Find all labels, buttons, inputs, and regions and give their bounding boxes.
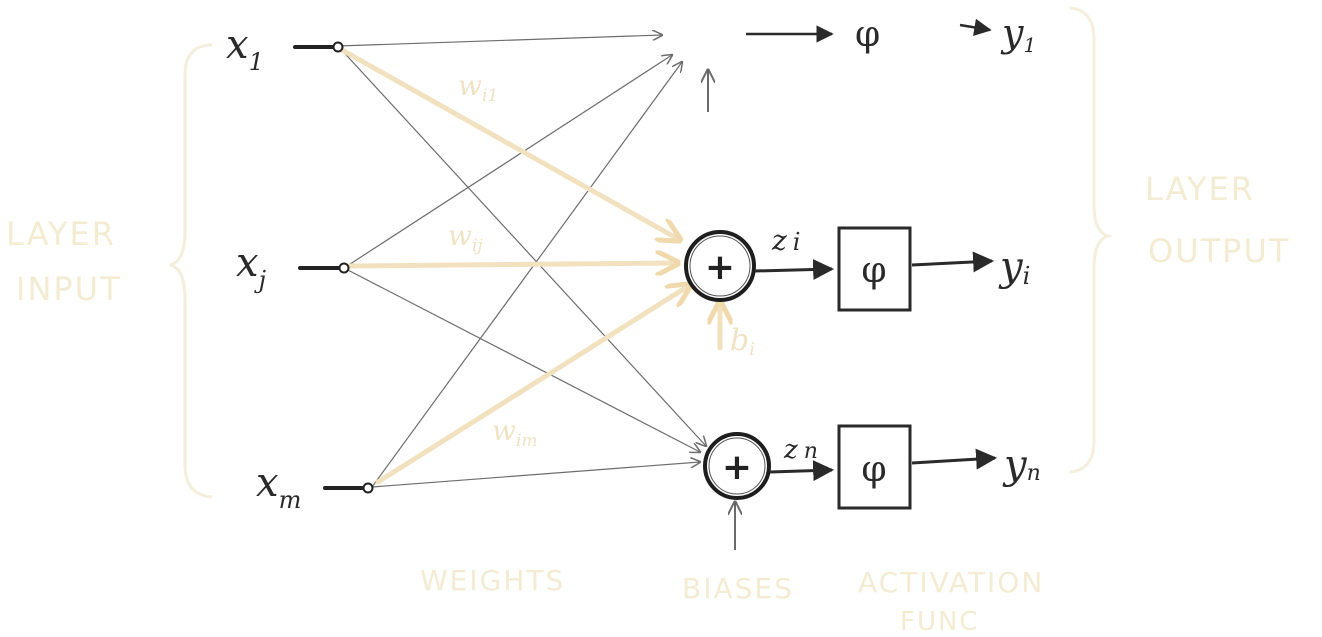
edge-xm-top [371,62,682,488]
activation-label-line2: FUNC [900,607,980,637]
activation-box-i [837,226,912,312]
input-label-x1: x1 [226,22,264,76]
activation-to-output-arrow-i [911,251,995,273]
edge-xm-bottom [371,462,700,488]
input-label-xj: xj [236,240,267,294]
input-label-xm: xm [256,460,301,514]
weights-label: WEIGHTS [420,564,565,597]
activation-box-n [837,424,912,510]
weight-label-i1: wi1 [458,69,498,106]
edge-w-i1 [339,47,680,240]
layer-output-label-line2: OUTPUT [1148,232,1290,270]
output-label-yi: yi [998,244,1030,290]
layer-output-label-line1: LAYER [1145,170,1255,208]
layer-input-label-line2: INPUT [16,270,122,308]
thin-connections [337,35,706,488]
sum-to-activation-arrow-n [769,460,835,482]
activation-label-line1: ACTIVATION [858,566,1044,599]
activation-symbol-n: φ [861,449,886,490]
activation-to-output-arrow-n [911,448,998,470]
sum-to-activation-arrow-i [754,258,835,280]
edge-xj-top [343,55,672,269]
sum-node-n-outline [708,437,766,495]
sum-node-i-symbol: + [705,247,735,288]
top-activation-symbol: φ [855,14,880,55]
layer-input-label-line1: LAYER [6,215,116,253]
top-activation-to-output-arrow [959,18,992,37]
weight-label-ij: wij [448,219,483,256]
input-brace [169,43,213,499]
sum-node-i [684,230,756,302]
biases-label: BIASES [682,572,794,605]
edge-x1-bottom [337,45,706,446]
edge-w-ij [347,263,678,266]
output-label-yn: yn [1002,442,1041,488]
input-node-xm [362,482,374,494]
edge-xj-bottom [343,267,700,452]
input-node-xj [338,262,350,274]
output-label-y1: y1 [1000,11,1036,57]
sum-node-n-symbol: + [722,447,752,488]
sum-node-n [703,432,771,500]
bias-label-i: bi [730,323,755,360]
input-stubs [293,45,368,490]
sum-node-i-outline [689,235,751,297]
highlighted-connections [339,47,720,485]
edge-x1-top [337,35,662,47]
weight-label-im: wim [492,414,538,451]
input-node-x1 [332,41,344,53]
activation-symbol-i: φ [861,250,886,291]
output-brace [1069,6,1114,474]
edge-w-im [375,285,690,485]
